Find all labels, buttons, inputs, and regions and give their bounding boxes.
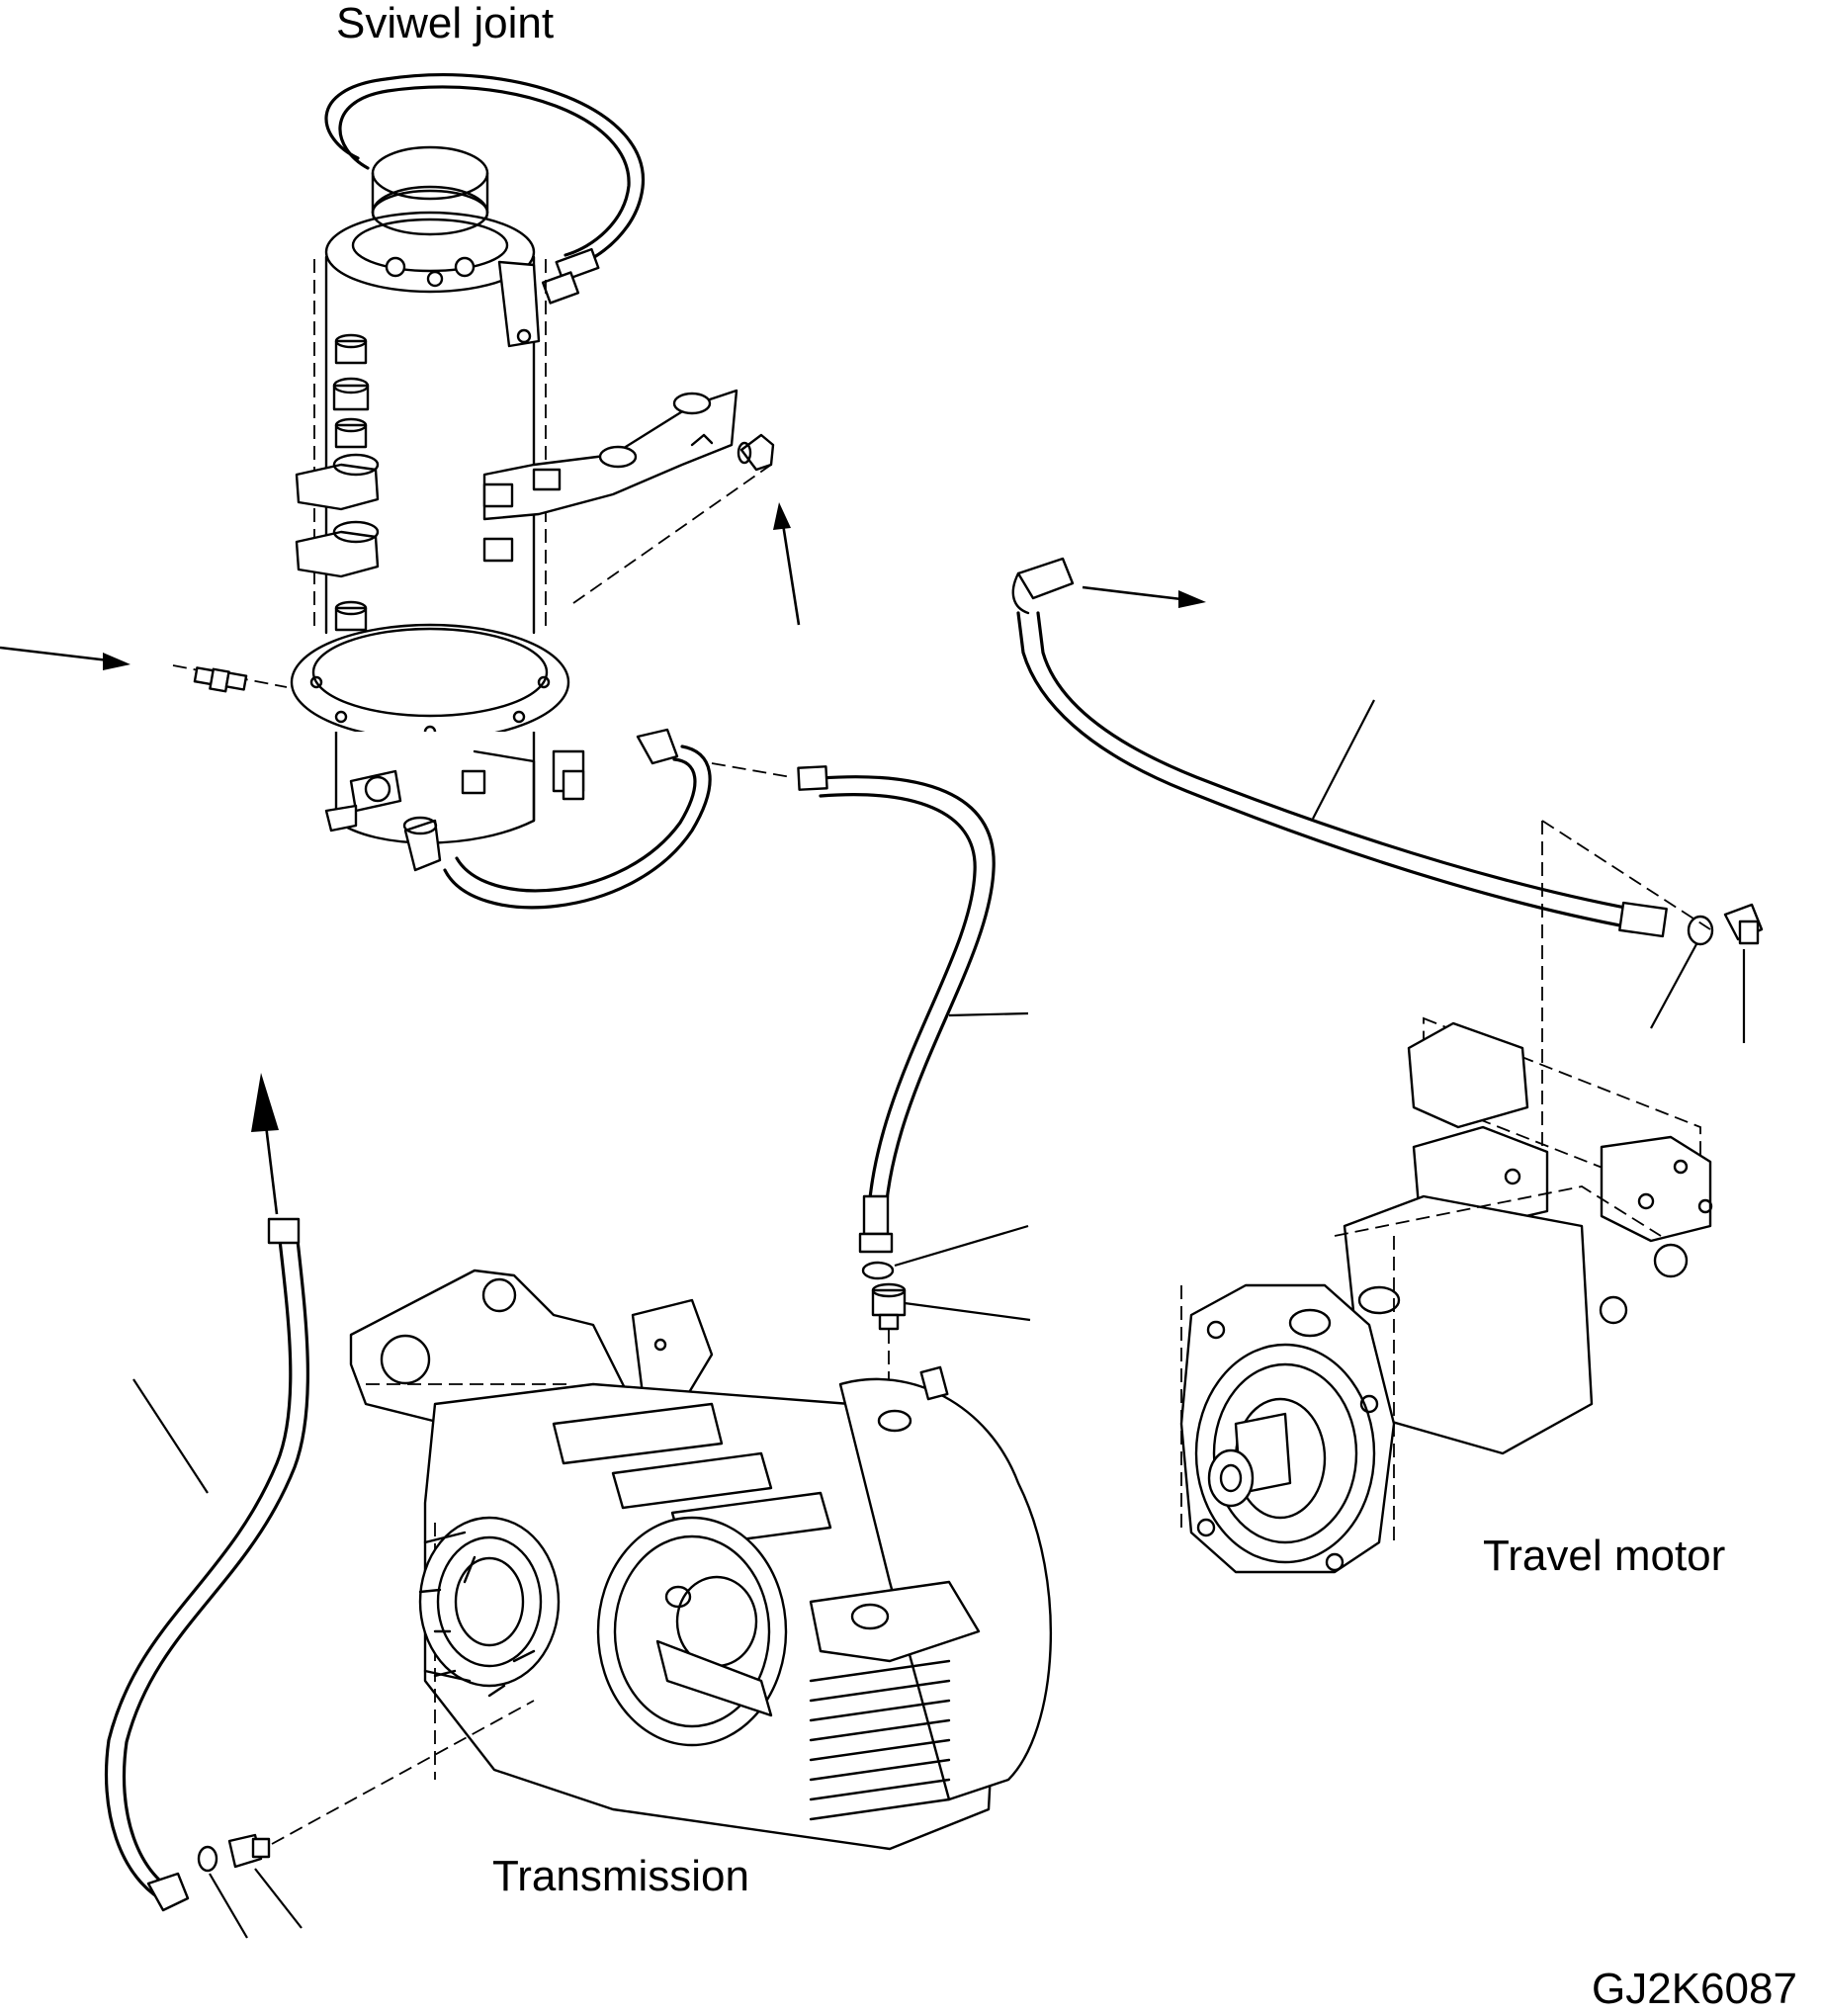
- arrow-left-in: [0, 646, 130, 670]
- flange-studs: [418, 1555, 536, 1698]
- arrow-up-fitting: [773, 502, 801, 626]
- cooling-fins: [809, 1659, 951, 1821]
- label-swivel-joint: Sviwel joint: [336, 0, 555, 47]
- transmission-assembly: [349, 1269, 1052, 1851]
- straight-fitting-left: [193, 666, 248, 693]
- hose-lower-left: [105, 1217, 535, 1939]
- figure-code: GJ2K6087: [1592, 1965, 1797, 2013]
- label-transmission: Transmission: [492, 1852, 749, 1900]
- travel-motor-assembly: [1179, 1016, 1713, 1574]
- swivel-joint-assembly: [172, 73, 775, 910]
- hose-travel-motor: [1011, 557, 1764, 1167]
- hose-center: [711, 762, 1031, 1414]
- arrow-up-left: [251, 1073, 279, 1215]
- label-travel-motor: Travel motor: [1483, 1532, 1726, 1580]
- arrow-right: [1082, 585, 1206, 608]
